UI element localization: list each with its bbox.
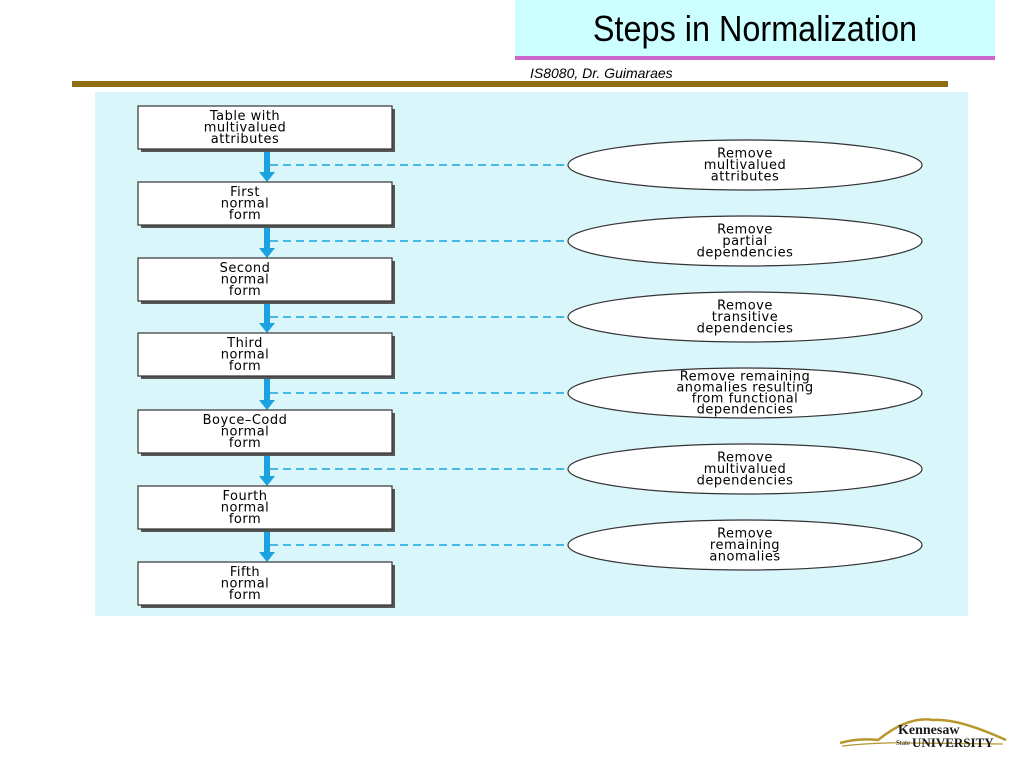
- step-label: dependencies: [697, 474, 794, 489]
- step-label: remaining: [710, 538, 780, 553]
- step-ellipse-1: [567, 139, 923, 191]
- form-label: form: [229, 359, 261, 374]
- diagram-canvas: Table withmultivaluedattributesFirstnorm…: [137, 105, 923, 608]
- logo-word-kennesaw: Kennesaw: [898, 723, 960, 738]
- form-label: form: [229, 436, 261, 451]
- form-label: First: [230, 185, 260, 200]
- form-label: form: [229, 588, 261, 603]
- form-label: Fifth: [230, 565, 260, 580]
- form-box-6: [137, 485, 393, 530]
- slide-subtitle: IS8080, Dr. Guimaraes: [530, 65, 673, 81]
- step-label: anomalies resulting: [676, 381, 813, 396]
- form-label: form: [229, 208, 261, 223]
- step-label: Remove remaining: [680, 370, 811, 385]
- step-label: dependencies: [697, 322, 794, 337]
- form-label: normal: [221, 425, 270, 440]
- kennesaw-state-logo: Kennesaw State UNIVERSITY: [839, 718, 1007, 750]
- step-ellipse-2: [567, 215, 923, 267]
- form-label: attributes: [211, 132, 279, 147]
- step-label: Remove: [717, 451, 773, 466]
- step-label: dependencies: [697, 246, 794, 261]
- flow-arrow-head: [259, 552, 275, 562]
- title-box: Steps in Normalization: [515, 0, 995, 56]
- form-box-5: [137, 409, 393, 454]
- step-label: dependencies: [697, 403, 794, 418]
- flow-arrow-head: [259, 400, 275, 410]
- form-label: normal: [221, 197, 270, 212]
- step-label: Remove: [717, 527, 773, 542]
- flow-arrow-head: [259, 476, 275, 486]
- divider-bar: [72, 81, 948, 87]
- slide-title: Steps in Normalization: [592, 8, 918, 49]
- form-box-7: [137, 561, 393, 606]
- logo-word-university: UNIVERSITY: [912, 735, 994, 750]
- title-underline: [515, 56, 995, 60]
- form-label: form: [229, 284, 261, 299]
- step-label: Remove: [717, 299, 773, 314]
- form-label: normal: [221, 348, 270, 363]
- step-label: Remove: [717, 223, 773, 238]
- step-label: Remove: [717, 147, 773, 162]
- step-label: multivalued: [704, 462, 786, 477]
- form-label: normal: [221, 501, 270, 516]
- form-label: form: [229, 512, 261, 527]
- form-label: Fourth: [223, 489, 268, 504]
- logo-word-state: State: [896, 739, 910, 747]
- step-ellipse-6: [567, 519, 923, 571]
- step-ellipse-5: [567, 443, 923, 495]
- flow-arrow-head: [259, 323, 275, 333]
- step-ellipse-3: [567, 291, 923, 343]
- step-ellipse-4: [567, 367, 923, 419]
- form-label: Boyce–Codd: [203, 413, 288, 428]
- form-label: normal: [221, 273, 270, 288]
- step-label: transitive: [712, 310, 778, 325]
- flow-arrow-head: [259, 248, 275, 258]
- form-box-1: [137, 105, 393, 150]
- form-label: Second: [220, 261, 271, 276]
- step-label: anomalies: [709, 550, 780, 565]
- step-label: partial: [722, 234, 767, 249]
- form-label: normal: [221, 577, 270, 592]
- form-box-4: [137, 332, 393, 377]
- form-label: Table with: [209, 109, 280, 124]
- form-label: Third: [226, 336, 263, 351]
- step-label: from functional: [692, 392, 799, 407]
- form-label: multivalued: [204, 121, 286, 136]
- step-label: attributes: [711, 170, 779, 185]
- form-box-3: [137, 257, 393, 302]
- form-box-2: [137, 181, 393, 226]
- step-label: multivalued: [704, 158, 786, 173]
- flow-arrow-head: [259, 172, 275, 182]
